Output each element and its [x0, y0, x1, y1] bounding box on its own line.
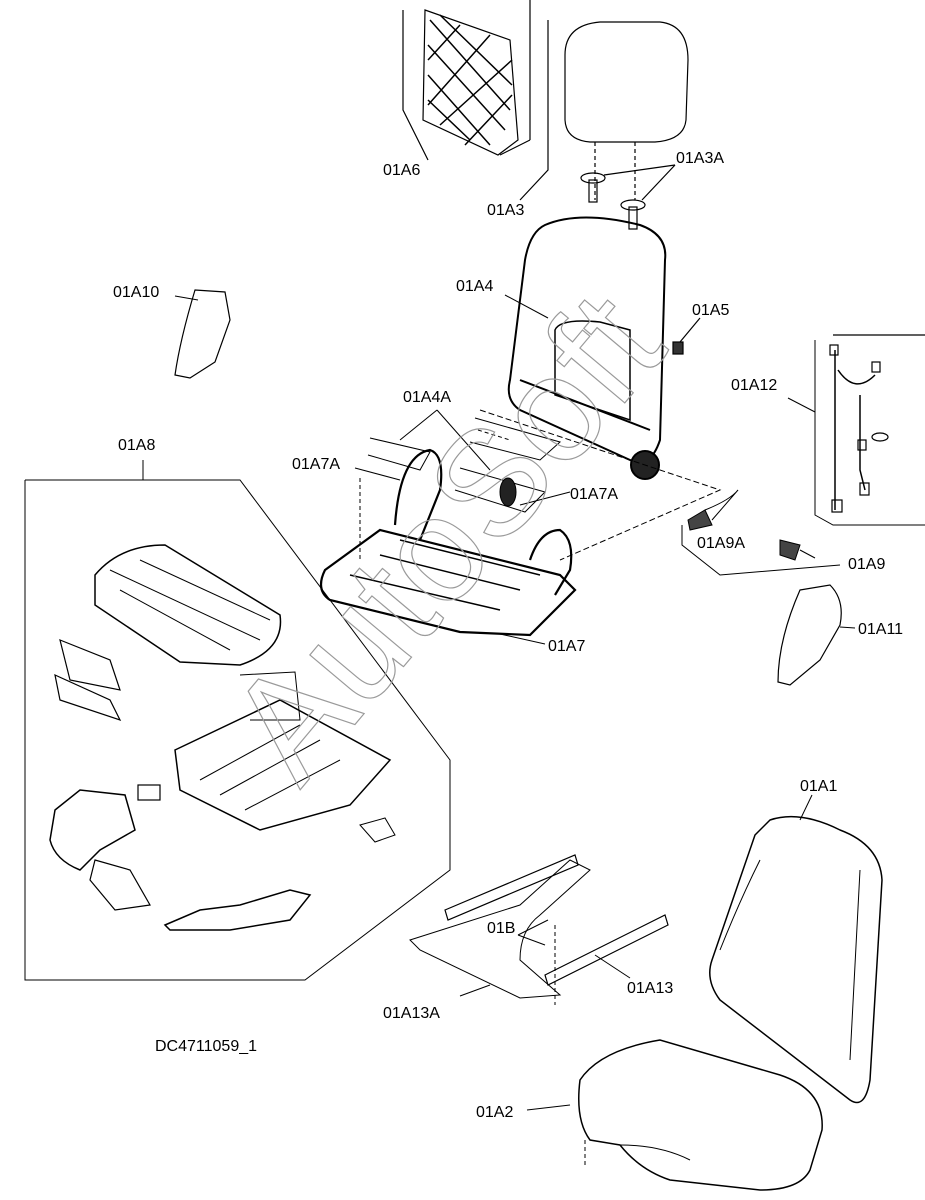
svg-text:AutoSoft: AutoSoft: [196, 262, 695, 811]
part-lever: [681, 489, 841, 576]
part-back-cushion: [709, 794, 883, 1104]
callout-01a11: 01A11: [858, 621, 904, 638]
part-cushion-assembly-box: [24, 460, 451, 981]
callout-01a6: 01A6: [383, 162, 421, 179]
callout-01a7: 01A7: [548, 638, 586, 655]
callout-01a5: 01A5: [692, 302, 730, 319]
callout-01a3: 01A3: [487, 202, 525, 219]
callout-01a9a: 01A9A: [697, 535, 746, 552]
part-seat-cushion: [526, 1039, 823, 1191]
callout-01a4a: 01A4A: [403, 389, 452, 406]
callout-01a3a: 01A3A: [676, 150, 725, 167]
callout-01a2: 01A2: [476, 1104, 514, 1121]
callout-01a1: 01A1: [800, 778, 838, 795]
part-side-cover-right: [777, 584, 856, 686]
part-seat-frame: [319, 409, 722, 645]
callout-01a8: 01A8: [118, 437, 156, 454]
part-headrest: [519, 20, 689, 230]
callout-01b: 01B: [487, 920, 516, 937]
callout-01a7a-left: 01A7A: [292, 456, 341, 473]
part-side-cover-left: [174, 289, 231, 379]
callout-01a13: 01A13: [627, 980, 674, 997]
part-back-frame: [504, 216, 667, 480]
part-clip: [672, 317, 701, 355]
part-bolt-group: [367, 409, 562, 513]
watermark: AutoSoft: [195, 261, 695, 811]
callout-01a4: 01A4: [456, 278, 494, 295]
part-net-panel: [402, 0, 531, 161]
callout-01a12: 01A12: [731, 377, 778, 394]
callout-01a9: 01A9: [848, 556, 886, 573]
callout-01a7a-right: 01A7A: [570, 486, 619, 503]
part-seat-rails: [409, 854, 669, 1005]
diagram-code: DC4711059_1: [155, 1038, 258, 1055]
callout-01a10: 01A10: [113, 284, 160, 301]
part-wiring-harness: [787, 334, 925, 526]
callout-01a13a: 01A13A: [383, 1005, 440, 1022]
